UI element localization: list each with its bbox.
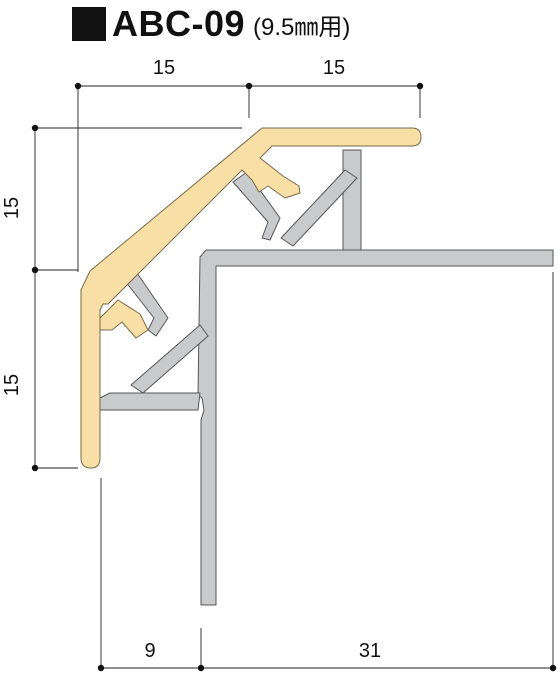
dim-label-top-right: 15 [323, 57, 345, 79]
dimension-dots [31, 82, 557, 672]
base-flange [197, 249, 554, 606]
product-spec: (9.5㎜用) [253, 13, 351, 41]
dim-label-left-upper: 15 [1, 197, 23, 219]
cover-tab-lower [99, 299, 149, 339]
dim-label-bottom-right: 31 [359, 640, 381, 662]
base-arm [99, 392, 201, 411]
title-square-icon [72, 7, 106, 41]
base-strut-upper [280, 169, 358, 247]
product-code: ABC-09 [112, 3, 246, 44]
dim-label-left-lower: 15 [1, 374, 23, 396]
cover-shape [80, 127, 422, 469]
cover-profile [80, 127, 422, 469]
dim-label-bottom-left: 9 [144, 640, 155, 662]
base-post-upper [342, 149, 362, 251]
dimension-lines [34, 85, 554, 669]
dim-label-top-left: 15 [153, 57, 175, 79]
base-strut-lower [130, 324, 209, 394]
product-title: ABC-09 (9.5㎜用) [72, 3, 351, 44]
